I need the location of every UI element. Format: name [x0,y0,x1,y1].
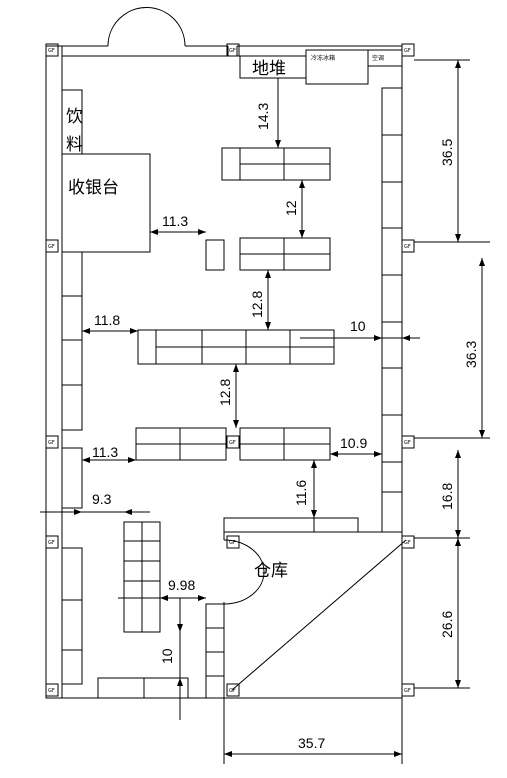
column-label: GF [48,688,55,694]
column-label: GF [229,48,236,54]
fridge [306,50,368,84]
dim-14-3: 14.3 [255,103,271,130]
column-label: GF [404,48,411,54]
right-wall-shelf [382,88,402,532]
right-dimensions [414,60,490,688]
dim-11-3-top: 11.3 [162,213,188,229]
gondola-shelf-2 [206,238,330,270]
outer-walls [46,46,410,698]
gondola-shelf-1 [222,148,330,180]
dim-11-6: 11.6 [293,480,309,506]
column-label: GF [404,440,411,446]
dim-36-5: 36.5 [439,139,455,166]
dim-9-98: 9.98 [168,577,195,593]
dim-12-8-upper: 12.8 [249,291,265,318]
column-label: GF [229,440,236,446]
warehouse-label: 仓库 [254,561,288,581]
dim-12-8-center: 12.8 [217,379,233,406]
dim-12: 12 [283,200,299,216]
bottom-dimension [224,698,402,764]
dim-10-9: 10.9 [340,435,367,451]
column-label: GF [229,688,236,694]
column-label: GF [48,48,55,54]
entrance-arch [108,7,185,46]
beverage-char-1: 饮 [66,107,83,127]
columns: GF GF GF GF GF GF GF GF GF GF GF GF GF G… [46,44,414,696]
dim-9-3: 9.3 [92,491,112,507]
floor-stack-label: 地堆 [252,59,286,79]
dim-10-right: 10 [350,318,366,334]
inner-dimensions [40,78,420,720]
dim-35-7: 35.7 [298,735,325,751]
dim-16-8: 16.8 [439,483,455,510]
bottom-shelf [98,678,188,698]
column-label: GF [48,540,55,546]
warehouse-front-shelf [224,518,358,532]
cashier-counter [62,154,150,252]
column-label: GF [48,244,55,250]
ac-label: 空调 [372,54,384,62]
column-label: GF [229,540,236,546]
cashier-label: 收银台 [68,178,119,198]
warehouse [224,532,406,698]
gondola-shelf-4 [136,428,330,460]
vertical-shelf [124,522,160,632]
corridor-shelf [206,604,224,698]
column-label: GF [404,244,411,250]
top-fixtures: 冷冻冰箱 空调 [240,50,402,84]
column-label: GF [404,688,411,694]
dim-11-3-lower: 11.3 [92,444,118,460]
dim-10-lower: 10 [159,648,175,664]
beverage-char-2: 料 [66,135,83,155]
column-label: GF [404,540,411,546]
dim-26-6: 26.6 [439,611,455,638]
air-conditioner [368,50,402,66]
dim-11-8: 11.8 [94,312,120,328]
gondola-shelf-3 [138,330,334,364]
fridge-label: 冷冻冰箱 [311,54,335,62]
column-label: GF [48,440,55,446]
dim-36-3: 36.3 [463,341,479,368]
